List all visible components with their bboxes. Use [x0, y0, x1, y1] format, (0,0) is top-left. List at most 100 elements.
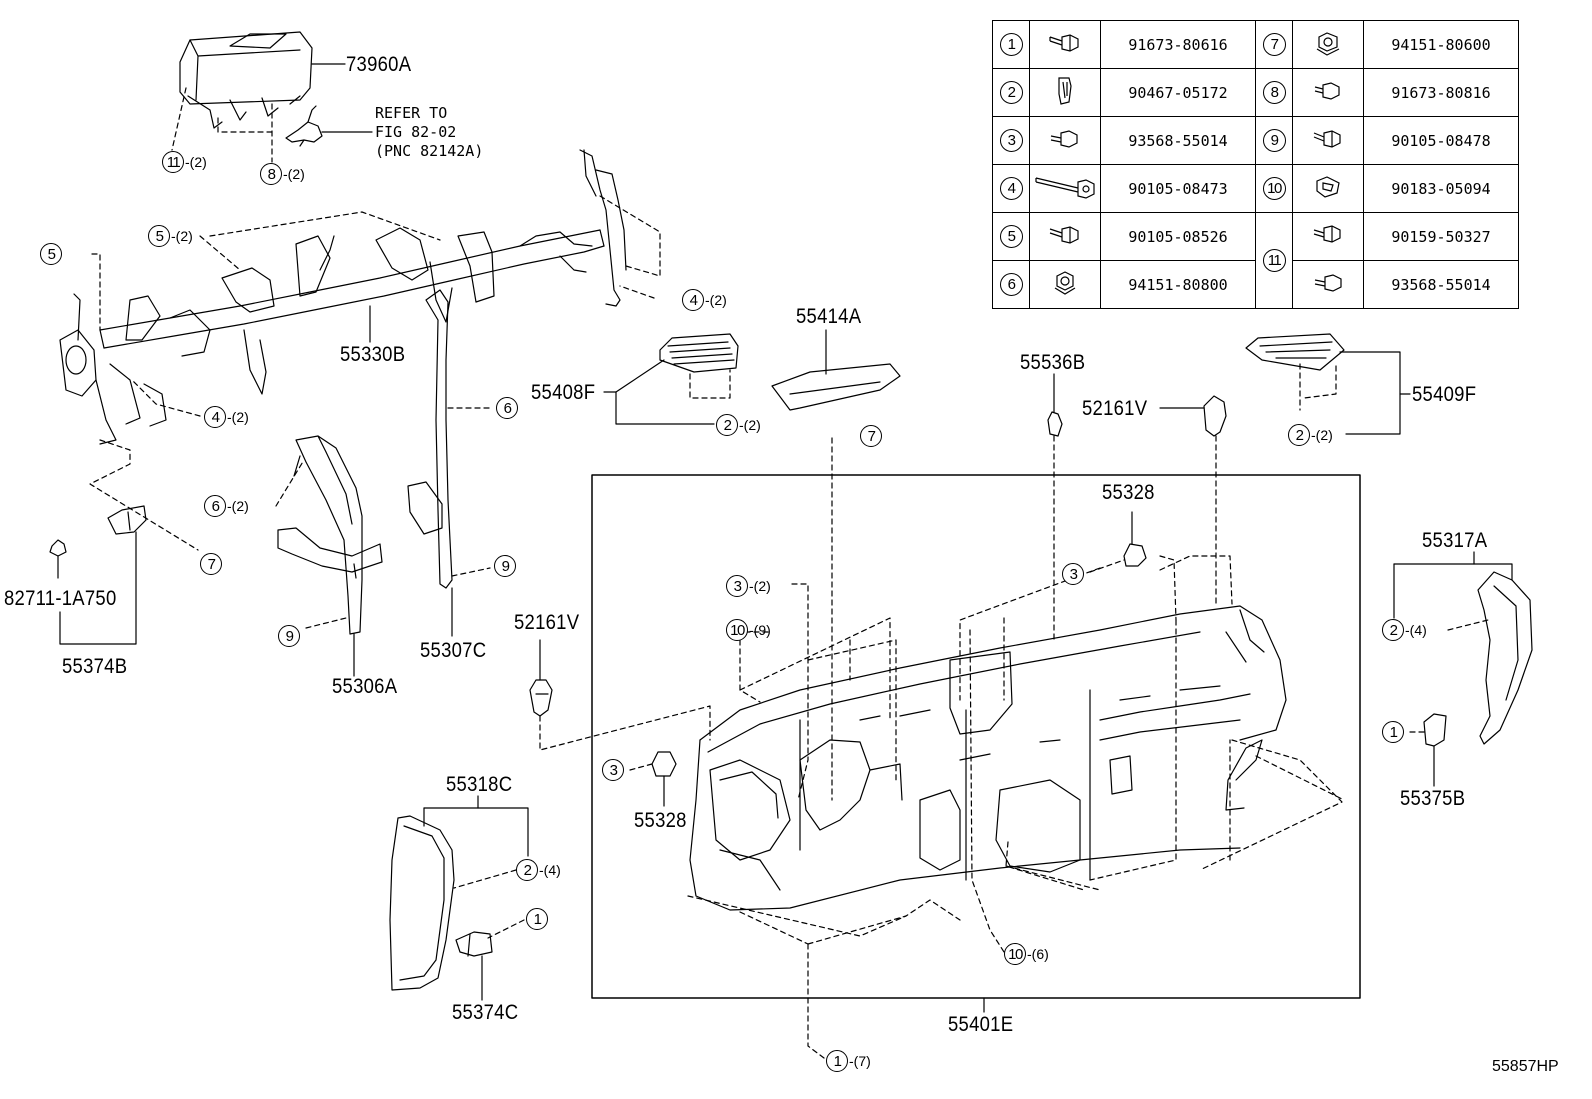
part-label-55374C: 55374C — [452, 1001, 519, 1024]
panel-55409F-leaders — [1299, 363, 1337, 411]
table-row: 6 94151-80800 93568-55014 — [992, 260, 1519, 309]
callout: 7 — [860, 425, 883, 447]
callout: 10-(6) — [1004, 943, 1049, 965]
clip-52161V-left-drawing — [529, 639, 553, 717]
reinforcement-leaders — [89, 195, 661, 551]
callout-number: 10 — [726, 619, 748, 641]
callout-number: 3 — [602, 759, 624, 781]
airbag-connector — [285, 105, 373, 147]
clip-55536B-drawing — [1047, 373, 1063, 437]
panel-55318C-drawing — [389, 795, 529, 991]
table-row: 1 91673-80616 7 94151-80600 — [992, 20, 1519, 69]
panel-55408F-drawing — [603, 333, 739, 425]
clip-52161V-top-drawing — [1159, 395, 1227, 437]
part-number: 93568-55014 — [1100, 116, 1256, 165]
table-ref-number: 5 — [999, 225, 1023, 248]
long-bolt-icon — [1035, 176, 1095, 199]
callout: 9 — [494, 555, 517, 577]
callout: 6-(2) — [204, 495, 249, 517]
part-label-55317A: 55317A — [1422, 529, 1488, 552]
callout: 5 — [40, 243, 63, 265]
table-ref-number: 11 — [1262, 249, 1286, 272]
callout: 1 — [1382, 721, 1405, 743]
callout: 3 — [602, 759, 625, 781]
callout: 11-(2) — [162, 151, 207, 173]
callout-number: 9 — [494, 555, 516, 577]
screw-icon — [1050, 129, 1078, 148]
callout: 7 — [200, 553, 223, 575]
table-ref-number: 7 — [1262, 33, 1286, 56]
table-row: 4 90105-08473 10 90183-05094 — [992, 164, 1519, 213]
callout-qty: -(2) — [227, 409, 249, 425]
dashboard-frame — [591, 474, 1361, 999]
callout-qty: -(2) — [749, 578, 771, 594]
callout-number: 2 — [516, 859, 538, 881]
clip-82711-drawing — [49, 539, 67, 579]
table-ref-number: 4 — [999, 177, 1023, 200]
part-label-55408F: 55408F — [531, 381, 596, 404]
callout-number: 10 — [1004, 943, 1026, 965]
part-label-73960A: 73960A — [346, 53, 412, 76]
flange-bolt-icon — [1313, 224, 1341, 243]
part-label-55374B: 55374B — [62, 655, 128, 678]
part-label-52161V-left: 52161V — [514, 611, 580, 634]
callout-qty: -(2) — [283, 166, 305, 182]
brace-55307C-drawing — [407, 289, 453, 589]
callout-qty: -(4) — [1405, 622, 1427, 638]
bracket-55328-top-drawing — [1123, 511, 1147, 567]
callout-qty: -(2) — [227, 498, 249, 514]
part-number: 90105-08478 — [1363, 116, 1519, 165]
part-label-55318C: 55318C — [446, 773, 513, 796]
callout-number: 1 — [526, 908, 548, 930]
callout-number: 2 — [1288, 424, 1310, 446]
airbag-leaders — [171, 87, 273, 163]
callout-number: 4 — [682, 289, 704, 311]
callout: 1-(7) — [826, 1050, 871, 1072]
part-label-55409F: 55409F — [1412, 383, 1477, 406]
callout: 2-(4) — [516, 859, 561, 881]
part-label-55307C: 55307C — [420, 639, 487, 662]
callout-number: 1 — [1382, 721, 1404, 743]
flange-bolt-icon — [1049, 225, 1079, 244]
part-number: 91673-80816 — [1363, 68, 1519, 117]
callout-number: 2 — [716, 414, 738, 436]
callout-qty: -(2) — [1311, 427, 1333, 443]
part-number: 94151-80600 — [1363, 20, 1519, 69]
bolt-icon — [1314, 81, 1340, 100]
part-number: 93568-55014 — [1363, 260, 1519, 309]
bracket-55374C-drawing — [455, 931, 493, 1001]
part-label-55375B: 55375B — [1400, 787, 1466, 810]
figure-code: 55857HP — [1492, 1058, 1559, 1075]
panel-55317A-leaders — [1447, 619, 1489, 631]
flange-bolt-icon — [1313, 129, 1341, 148]
callout: 4-(2) — [204, 406, 249, 428]
callout-qty: -(4) — [539, 862, 561, 878]
callout-qty: -(2) — [739, 417, 761, 433]
part-label-55401E: 55401E — [948, 1013, 1014, 1036]
brace-55306A-drawing — [277, 435, 383, 635]
callout: 2-(2) — [1288, 424, 1333, 446]
part-number: 90183-05094 — [1363, 164, 1519, 213]
dashboard-leaders — [539, 435, 1345, 1059]
panel-55414A-drawing — [771, 329, 901, 411]
callout-number: 6 — [204, 495, 226, 517]
callout-number: 9 — [278, 625, 300, 647]
part-number: 90105-08473 — [1100, 164, 1256, 213]
callout-number: 7 — [200, 553, 222, 575]
table-row: 2 90467-05172 8 91673-80816 — [992, 68, 1519, 117]
screw-icon — [1314, 273, 1342, 292]
refer-note: REFER TO FIG 82-02 (PNC 82142A) — [375, 104, 484, 160]
callout: 6 — [496, 397, 519, 419]
part-number: 90467-05172 — [1100, 68, 1256, 117]
callout-number: 5 — [40, 243, 62, 265]
callout: 1 — [526, 908, 549, 930]
table-ref-number: 6 — [999, 273, 1023, 296]
clip-nut-icon — [1058, 76, 1072, 105]
callout: 3-(2) — [726, 575, 771, 597]
callout: 4-(2) — [682, 289, 727, 311]
panel-55409F-drawing — [1245, 333, 1411, 435]
callout-number: 6 — [496, 397, 518, 419]
part-label-55330B: 55330B — [340, 343, 406, 366]
